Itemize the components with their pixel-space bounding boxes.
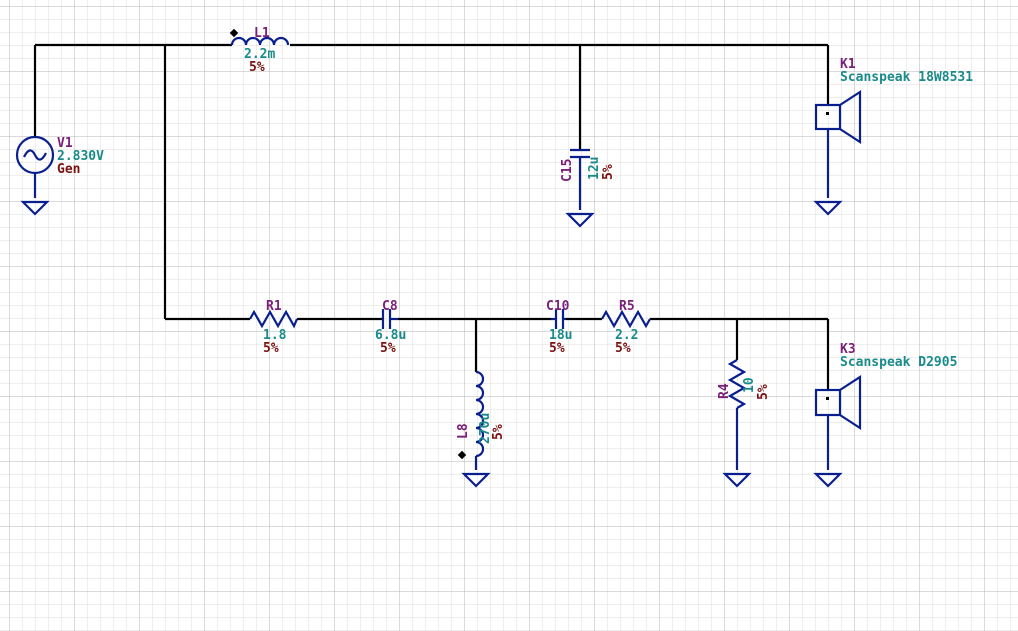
source-v1[interactable]: V1 2.830V Gen (15, 135, 104, 216)
r4-value-label: 10 (742, 377, 757, 393)
resistor-icon (601, 309, 651, 329)
r4-ref-label: R4 (717, 383, 732, 399)
r5-value-label: 2.2 (615, 328, 638, 343)
resistor-r1[interactable]: R1 1.8 5% (249, 299, 299, 356)
l1-value-label: 2.2m (244, 47, 275, 62)
resistor-r4[interactable]: R4 10 5% (717, 359, 771, 488)
ground-icon (722, 472, 752, 488)
k3-value-label: Scanspeak D2905 (840, 355, 957, 370)
resistor-r5[interactable]: R5 2.2 5% (601, 299, 651, 356)
k1-value-label: Scanspeak 18W8531 (840, 70, 973, 85)
k3-ref-label: K3 (840, 342, 856, 357)
k1-ref-label: K1 (840, 57, 856, 72)
ground-icon (461, 472, 491, 488)
inductor-l1[interactable]: L1 2.2m 5% (229, 26, 290, 75)
c15-ref-label: C15 (560, 159, 575, 182)
inductor-icon (475, 370, 485, 458)
l1-tolerance-label: 5% (249, 60, 265, 75)
capacitor-c8[interactable]: C8 6.8u 5% (375, 299, 406, 356)
c8-value-label: 6.8u (375, 328, 406, 343)
inductor-icon (230, 36, 290, 46)
r4-tolerance-label: 5% (756, 384, 771, 400)
capacitor-c15[interactable]: C15 12u 5% (560, 148, 616, 228)
l8-ref-label: L8 (456, 423, 471, 439)
l8-value-label: 270u (478, 413, 493, 444)
v1-extra-label: Gen (57, 162, 80, 177)
r5-ref-label: R5 (619, 299, 635, 314)
c10-ref-label: C10 (546, 299, 570, 314)
c8-tolerance-label: 5% (380, 341, 396, 356)
c10-tolerance-label: 5% (549, 341, 565, 356)
inductor-l8[interactable]: L8 270u 5% (456, 370, 506, 488)
c15-value-label: 12u (587, 157, 602, 180)
ground-icon (20, 200, 50, 216)
c10-value-label: 18u (549, 328, 572, 343)
resistor-icon (249, 309, 299, 329)
speaker-k3[interactable]: K3 Scanspeak D2905 (813, 342, 957, 488)
v1-value-label: 2.830V (57, 149, 104, 164)
speaker-k1[interactable]: K1 Scanspeak 18W8531 (813, 57, 973, 216)
wires (33, 43, 830, 390)
ground-icon (813, 472, 843, 488)
c15-tolerance-label: 5% (601, 164, 616, 180)
r1-tolerance-label: 5% (263, 341, 279, 356)
r1-value-label: 1.8 (263, 328, 287, 343)
ground-icon (813, 200, 843, 216)
r5-tolerance-label: 5% (615, 341, 631, 356)
v1-ref-label: V1 (57, 136, 73, 151)
polarity-dot-icon (457, 450, 467, 460)
l1-ref-label: L1 (254, 26, 270, 41)
capacitor-c10[interactable]: C10 18u 5% (546, 299, 572, 356)
resistor-icon (727, 359, 747, 409)
l8-tolerance-label: 5% (491, 424, 506, 440)
ground-icon (565, 212, 595, 228)
c8-ref-label: C8 (382, 299, 398, 314)
r1-ref-label: R1 (266, 299, 282, 314)
